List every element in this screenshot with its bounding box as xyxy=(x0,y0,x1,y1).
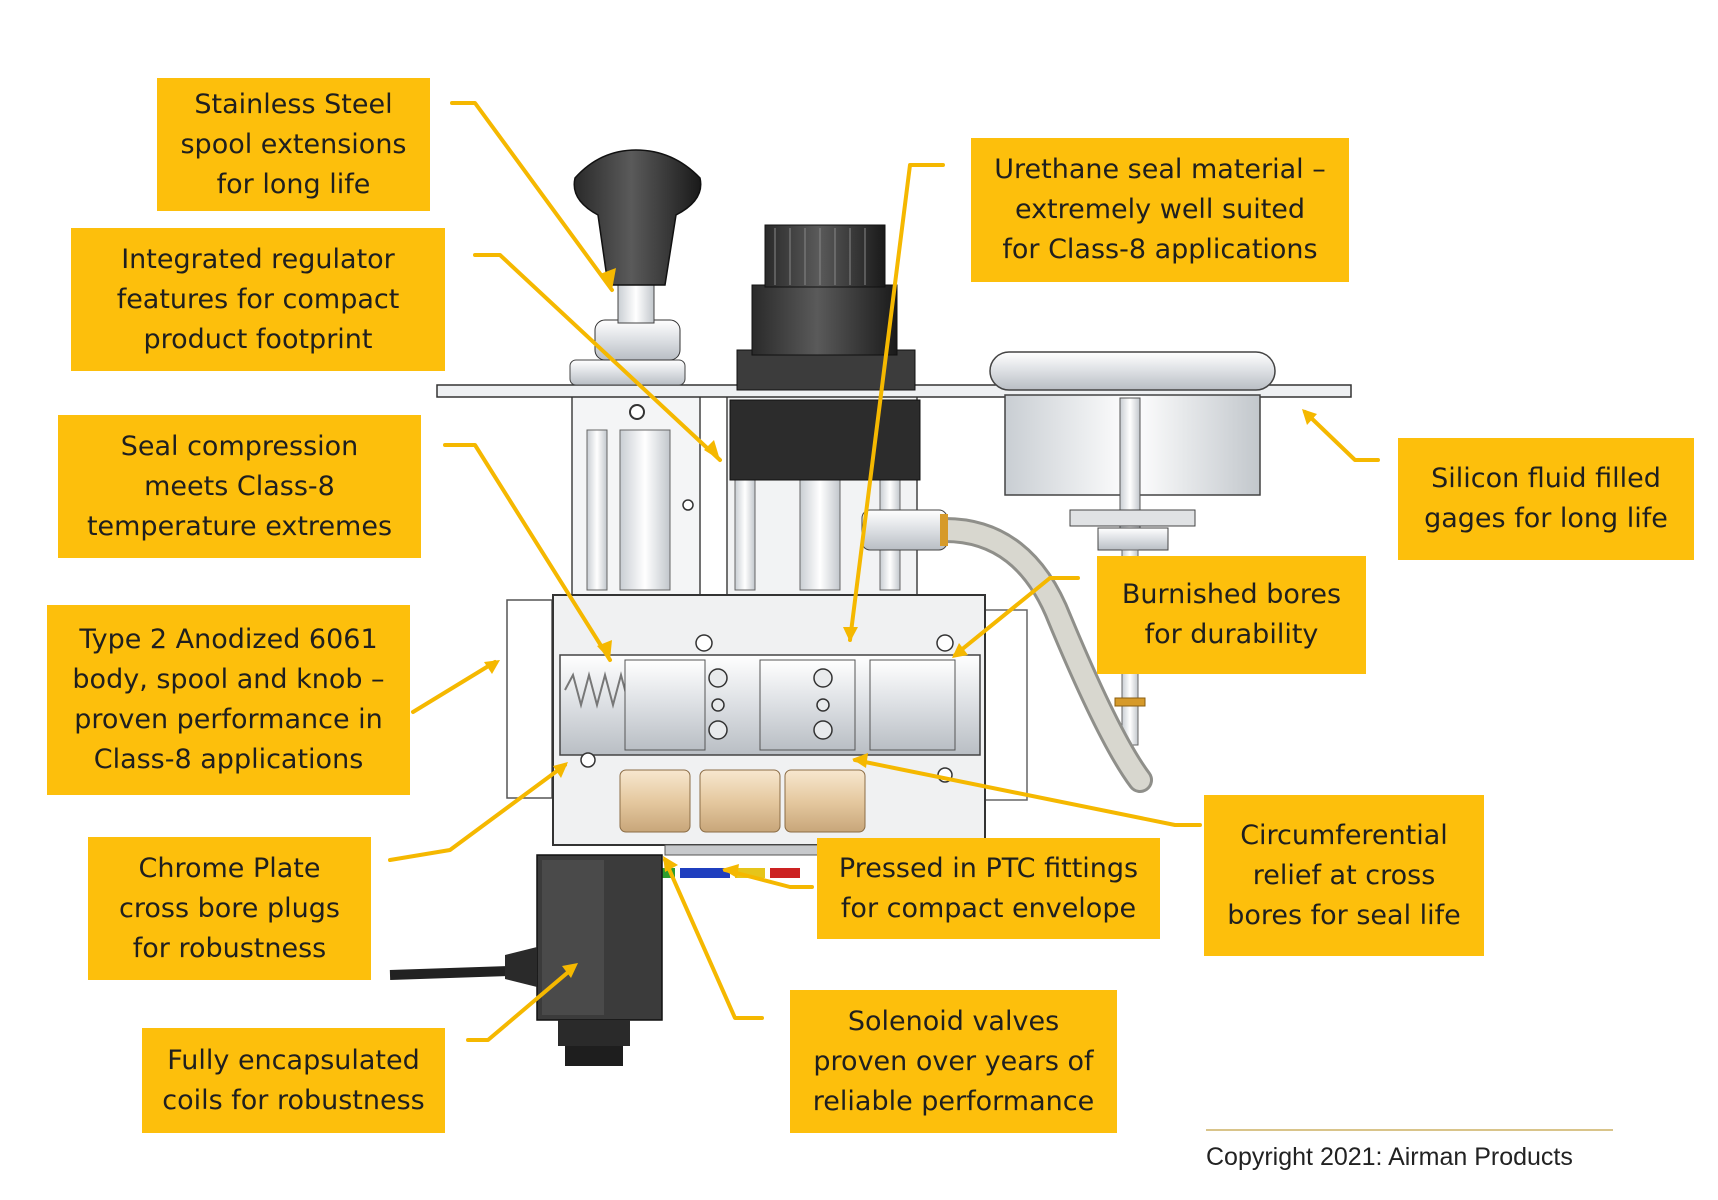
bolt-head xyxy=(682,499,694,511)
regulator-stem xyxy=(799,479,841,591)
arrowhead xyxy=(843,627,858,642)
regulator-cap xyxy=(764,224,886,288)
copyright-rule xyxy=(1206,1129,1613,1131)
bolt-head xyxy=(629,404,645,420)
gauge-nut xyxy=(1069,509,1196,527)
leader-seal-compression xyxy=(443,443,612,662)
port-red xyxy=(770,868,800,878)
ptc-fitting xyxy=(699,769,781,833)
gauge-bezel xyxy=(989,351,1276,391)
ptc-fitting xyxy=(784,769,866,833)
hose-fitting-ring xyxy=(940,514,948,546)
callout-solenoid-valves: Solenoid valves proven over years of rel… xyxy=(790,990,1117,1133)
leader-chrome xyxy=(388,763,567,862)
spool-extension xyxy=(617,284,655,324)
ptc-fitting xyxy=(619,769,691,833)
cross-bore-plug xyxy=(580,752,596,768)
arrowhead xyxy=(952,643,968,658)
solenoid-connector xyxy=(558,1020,630,1046)
port-blue xyxy=(680,868,730,878)
regulator-knurl xyxy=(774,228,866,285)
regulator-ring xyxy=(736,349,916,391)
port-green xyxy=(660,868,675,878)
copyright-text: Copyright 2021: Airman Products xyxy=(1206,1143,1573,1171)
cross-bore-plug xyxy=(695,634,713,652)
spool-land xyxy=(869,659,956,751)
callout-urethane-seal: Urethane seal material – extremely well … xyxy=(971,138,1349,282)
callout-chrome-plate: Chrome Plate cross bore plugs for robust… xyxy=(88,837,371,980)
rod xyxy=(734,479,756,591)
spool-land xyxy=(759,659,856,751)
hose-fitting xyxy=(861,509,948,551)
leader-lines xyxy=(388,101,1380,1042)
leader-burnished xyxy=(953,576,1080,657)
solenoid-coil-face xyxy=(542,860,604,1015)
callout-stainless-steel: Stainless Steel spool extensions for lon… xyxy=(157,78,430,211)
leader-circumferential xyxy=(853,758,1202,827)
cross-bore-plug xyxy=(936,634,954,652)
rod xyxy=(586,429,608,591)
callout-seal-compression: Seal compression meets Class-8 temperatu… xyxy=(58,415,421,558)
rod xyxy=(619,429,671,591)
leader-regulator xyxy=(473,253,722,462)
leader-stainless xyxy=(450,101,614,292)
callout-burnished-bores: Burnished bores for durability xyxy=(1097,556,1366,674)
ball xyxy=(813,720,833,740)
leader-coils xyxy=(466,966,575,1042)
port-yellow xyxy=(735,868,765,878)
port-base xyxy=(664,844,826,856)
leader-silicon xyxy=(1303,410,1380,462)
cable-gland xyxy=(505,947,537,987)
leader-urethane xyxy=(848,163,945,642)
side-plate xyxy=(506,599,553,799)
callout-circumferential-relief: Circumferential relief at cross bores fo… xyxy=(1204,795,1484,956)
leader-ptc xyxy=(723,868,814,889)
spool-land xyxy=(624,659,706,751)
ball xyxy=(813,668,833,688)
arrowhead xyxy=(562,963,578,978)
arrowhead xyxy=(722,864,739,878)
ball xyxy=(708,668,728,688)
callout-ptc-fittings: Pressed in PTC fittings for compact enve… xyxy=(817,838,1160,939)
ball xyxy=(711,698,725,712)
arrowhead xyxy=(597,640,612,660)
ball xyxy=(816,698,830,712)
arrowhead xyxy=(600,268,616,290)
gauge-fitting-ring xyxy=(1114,697,1146,707)
callout-encapsulated-coils: Fully encapsulated coils for robustness xyxy=(142,1028,445,1133)
ball xyxy=(708,720,728,740)
leader-anodized xyxy=(411,660,497,714)
callout-anodized-body: Type 2 Anodized 6061 body, spool and kno… xyxy=(47,605,410,795)
arrowhead xyxy=(852,753,868,768)
arrowhead xyxy=(553,762,568,778)
solenoid-connector xyxy=(565,1046,623,1066)
leader-solenoid xyxy=(663,858,764,1020)
callout-integrated-regulator: Integrated regulator features for compac… xyxy=(71,228,445,371)
spool-knob xyxy=(573,149,702,286)
hose xyxy=(935,520,1150,790)
arrowhead xyxy=(1302,409,1317,425)
regulator-body xyxy=(751,284,898,356)
gauge-fitting xyxy=(1097,527,1169,551)
arrowhead xyxy=(663,856,678,872)
callout-silicon-gages: Silicon fluid filled gages for long life xyxy=(1398,438,1694,560)
arrowhead xyxy=(484,660,500,674)
regulator-base xyxy=(729,399,921,481)
arrowhead xyxy=(704,440,720,460)
